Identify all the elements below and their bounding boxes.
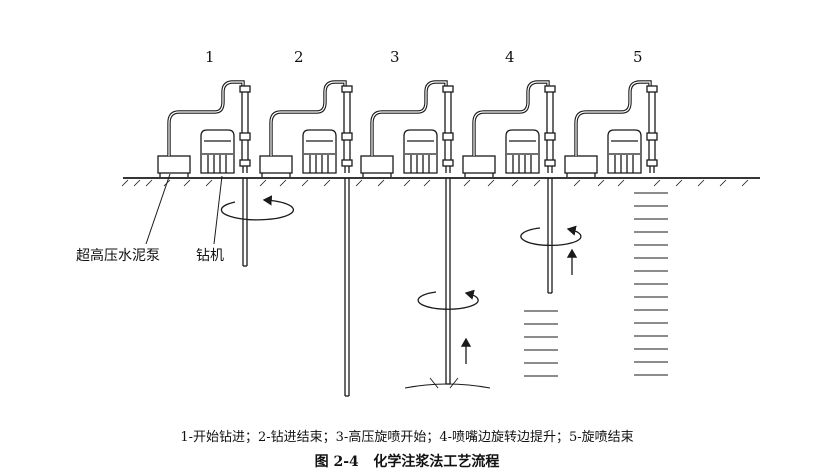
process-legend: 1-开始钻进；2-钻进结束；3-高压旋喷开始；4-喷嘴边旋转边提升；5-旋喷结束 bbox=[180, 429, 633, 445]
pump-leader-line bbox=[145, 173, 171, 245]
grout-column-step-4 bbox=[524, 310, 558, 377]
figure-caption: 图 2-4 化学注浆法工艺流程 bbox=[315, 453, 500, 470]
penetration-mark bbox=[404, 383, 491, 389]
grout-column-step-5 bbox=[634, 192, 668, 376]
rotation-arrow-icon bbox=[220, 195, 295, 221]
drill-rod-step-3 bbox=[445, 178, 451, 385]
rig-step-3 bbox=[359, 80, 455, 179]
rig-step-4 bbox=[461, 80, 557, 179]
step-number-3: 3 bbox=[390, 48, 400, 66]
rig-step-2 bbox=[258, 80, 354, 179]
rotation-arrow-icon bbox=[417, 289, 479, 310]
penetration-mark bbox=[429, 377, 459, 389]
drill-leader-line bbox=[213, 175, 223, 245]
rig-step-1 bbox=[156, 80, 252, 179]
pump-callout-label: 超高压水泥泵 bbox=[76, 247, 160, 264]
drill-rod-step-4 bbox=[547, 178, 553, 294]
step-number-5: 5 bbox=[633, 48, 643, 66]
step-number-2: 2 bbox=[294, 48, 304, 66]
ground-hatch bbox=[121, 179, 749, 187]
rig-step-5 bbox=[563, 80, 659, 179]
drill-callout-label: 钻机 bbox=[196, 248, 224, 264]
rotation-arrow-icon bbox=[520, 225, 582, 247]
step-number-4: 4 bbox=[505, 48, 515, 66]
step-number-1: 1 bbox=[205, 48, 215, 66]
drill-rod-step-1 bbox=[242, 178, 248, 267]
drill-rod-step-2 bbox=[344, 178, 350, 397]
